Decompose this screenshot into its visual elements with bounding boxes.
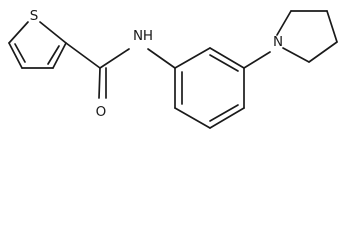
bond-s-c2: [39, 21, 67, 44]
bond-thiophene-carbonyl: [65, 42, 101, 69]
sulfur-atom-label: S: [30, 8, 39, 24]
bond-pyr-c5-n: [282, 47, 310, 63]
carbonyl-oxygen-atom-label: O: [96, 104, 107, 120]
amide-linkage: [65, 42, 176, 99]
pyrrolidine-ring: [243, 10, 338, 69]
bond-c2-c3: [52, 42, 67, 69]
bond-ph-1-2: [174, 47, 211, 69]
structure-drawing: S N H N O: [8, 8, 338, 129]
bond-c4-c5-inner: [14, 43, 26, 63]
pyrrolidine-nitrogen-atom-label: N: [273, 34, 283, 50]
bond-ph-4-5: [209, 107, 245, 129]
bond-c5-s: [8, 21, 29, 44]
bond-nitrogen-phenyl: [147, 48, 176, 69]
bond-pyr-c4-c5: [308, 41, 338, 63]
amide-nitrogen-atom-label: N: [133, 28, 143, 44]
bond-phenyl-pyrrolidine-n: [243, 51, 271, 69]
bond-ph-5-6: [174, 107, 211, 129]
bond-ph-2-3-inner: [209, 54, 239, 72]
bond-ph-2-3: [209, 47, 245, 69]
bond-ph-4-5-inner: [209, 104, 239, 122]
bond-carbonyl-oxygen: [98, 67, 101, 99]
benzene-ring: [174, 47, 245, 129]
thiophene-ring: [8, 21, 67, 69]
bond-pyr-n-c2: [276, 10, 292, 36]
bond-c2-c3-inner: [47, 45, 60, 65]
bond-c4-c5: [8, 42, 23, 69]
bond-pyr-c3-c4: [326, 10, 338, 43]
atom-labels: S N H N O: [30, 8, 283, 120]
bond-carbonyl-nitrogen: [99, 48, 130, 69]
amide-hydrogen-atom-label: H: [143, 28, 153, 44]
